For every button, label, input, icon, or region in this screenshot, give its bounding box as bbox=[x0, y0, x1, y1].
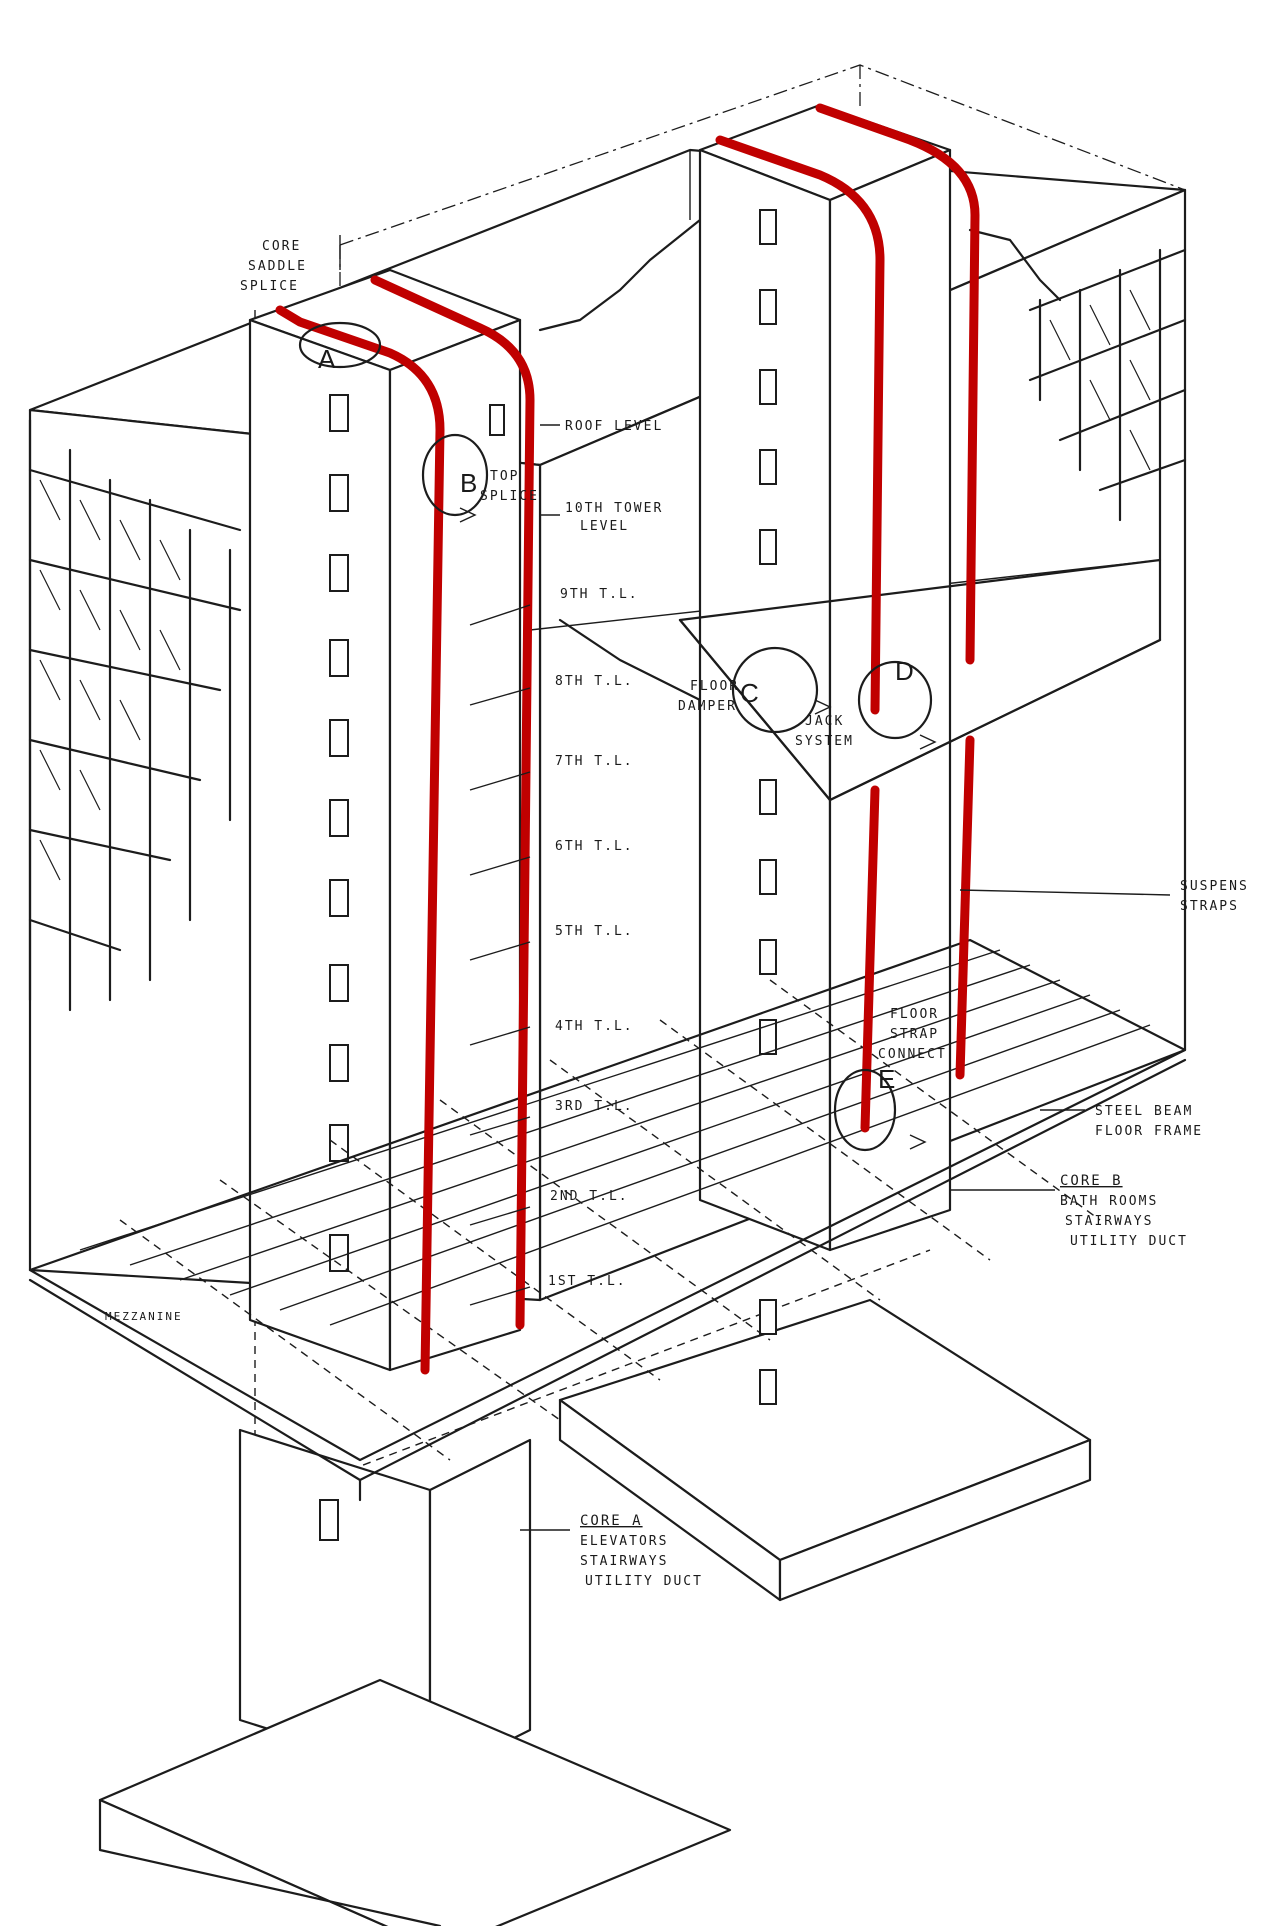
core-b-tower bbox=[558, 103, 1092, 1602]
label-tower-level-3: 3RD T.L. bbox=[555, 1099, 634, 1114]
upper-slab bbox=[678, 558, 1162, 802]
strap-core-a-back bbox=[370, 275, 535, 1330]
label-tower-level-6: 6TH T.L. bbox=[555, 839, 634, 854]
detail-circles bbox=[298, 321, 933, 1152]
strap-core-a-front bbox=[275, 305, 445, 1375]
label-core-saddle-splice-1: CORE bbox=[262, 239, 301, 254]
label-top-splice-1: TOP bbox=[490, 469, 519, 484]
label-core-saddle-splice-3: SPLICE bbox=[240, 279, 299, 294]
label-core-b-line-1: BATH ROOMS bbox=[1060, 1194, 1158, 1209]
label-steel-beam-2: FLOOR FRAME bbox=[1095, 1124, 1203, 1139]
core-b-windows bbox=[759, 209, 777, 1405]
floor-frame bbox=[28, 938, 1187, 1502]
building-mass bbox=[28, 148, 1187, 1302]
label-core-a-line-2: STAIRWAYS bbox=[580, 1554, 668, 1569]
leader-lines bbox=[339, 235, 1171, 1531]
label-tower-level-2: 2ND T.L. bbox=[550, 1189, 629, 1204]
label-core-saddle-splice-2: SADDLE bbox=[248, 259, 307, 274]
label-jack-system-1: JACK bbox=[805, 714, 844, 729]
label-core-a-line-3: UTILITY DUCT bbox=[585, 1574, 703, 1589]
core-a-tower bbox=[98, 268, 732, 1931]
label-tenth-tower-level-2: LEVEL bbox=[580, 519, 629, 534]
tower-level-ticks bbox=[469, 604, 531, 1306]
label-tower-level-5: 5TH T.L. bbox=[555, 924, 634, 939]
left-facade-grid bbox=[28, 418, 242, 1012]
label-suspens-straps-1: SUSPENS bbox=[1180, 879, 1249, 894]
callout-d: D bbox=[895, 656, 914, 686]
label-floor-damper-1: FLOOR bbox=[690, 679, 739, 694]
label-core-a-title: CORE A bbox=[580, 1513, 643, 1529]
label-tower-level-9: 9TH T.L. bbox=[560, 587, 639, 602]
label-core-b-line-2: STAIRWAYS bbox=[1065, 1214, 1153, 1229]
label-roof-level: ROOF LEVEL bbox=[565, 419, 663, 434]
label-tower-level-7: 7TH T.L. bbox=[555, 754, 634, 769]
strap-core-b-back bbox=[815, 103, 980, 665]
label-floor-strap-connect-2: STRAP bbox=[890, 1027, 939, 1042]
label-core-b-line-3: UTILITY DUCT bbox=[1070, 1234, 1188, 1249]
label-floor-damper-2: DAMPER bbox=[678, 699, 737, 714]
label-tower-level-1: 1ST T.L. bbox=[548, 1274, 627, 1289]
label-steel-beam-1: STEEL BEAM bbox=[1095, 1104, 1193, 1119]
label-suspens-straps-2: STRAPS bbox=[1180, 899, 1239, 914]
callout-letters: A B C D E bbox=[318, 344, 914, 1094]
callout-b: B bbox=[460, 468, 477, 498]
label-jack-system-2: SYSTEM bbox=[795, 734, 854, 749]
label-floor-strap-connect-3: CONNECT bbox=[878, 1047, 947, 1062]
label-mezzanine: MEZZANINE bbox=[105, 1310, 183, 1323]
callout-e: E bbox=[878, 1064, 895, 1094]
strap-core-b-back-lower bbox=[955, 735, 975, 1080]
right-facade-grid bbox=[1028, 248, 1187, 562]
diagram-labels: CORE SADDLE SPLICE ROOF LEVEL TOP SPLICE… bbox=[105, 239, 1249, 1589]
suspension-straps bbox=[275, 103, 980, 1375]
label-core-a-line-1: ELEVATORS bbox=[580, 1534, 668, 1549]
label-tenth-tower-level-1: 10TH TOWER bbox=[565, 501, 663, 516]
label-tower-level-8: 8TH T.L. bbox=[555, 674, 634, 689]
strap-core-b-front-lower bbox=[860, 785, 880, 1133]
label-core-b-title: CORE B bbox=[1060, 1173, 1123, 1189]
callout-a: A bbox=[318, 344, 336, 374]
label-top-splice-2: SPLICE bbox=[480, 489, 539, 504]
strap-core-b-front bbox=[715, 135, 885, 715]
callout-c: C bbox=[740, 678, 759, 708]
label-tower-level-4: 4TH T.L. bbox=[555, 1019, 634, 1034]
label-floor-strap-connect-1: FLOOR bbox=[890, 1007, 939, 1022]
